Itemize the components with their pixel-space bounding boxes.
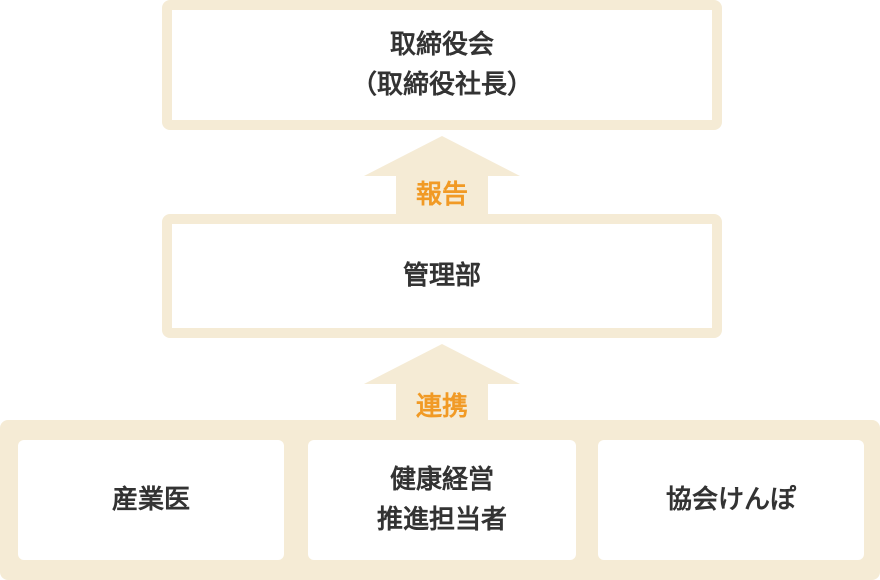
kyokai-kenpo-label: 協会けんぽ xyxy=(665,485,796,515)
board-of-directors-box: 取締役会 （取締役社長） xyxy=(162,0,722,130)
health-management-officer-label: 健康経営 xyxy=(389,465,494,495)
board-of-directors-label: 取締役会 xyxy=(389,30,494,60)
occupational-physician-box: 産業医 xyxy=(18,440,284,560)
report-arrow-label: 報告 xyxy=(415,180,468,210)
report-arrow: 報告 xyxy=(364,136,520,216)
kyokai-kenpo-box: 協会けんぽ xyxy=(598,440,864,560)
management-dept-box: 管理部 xyxy=(162,214,722,338)
management-dept-label: 管理部 xyxy=(402,261,481,291)
up-arrow-icon xyxy=(364,344,520,424)
board-of-directors-sublabel: （取締役社長） xyxy=(350,70,533,100)
link-arrow: 連携 xyxy=(364,344,520,424)
link-arrow-label: 連携 xyxy=(415,392,468,422)
health-management-officer-box: 健康経営 推進担当者 xyxy=(308,440,576,560)
occupational-physician-label: 産業医 xyxy=(111,485,190,515)
up-arrow-icon xyxy=(364,136,520,216)
health-management-officer-sublabel: 推進担当者 xyxy=(376,505,507,535)
